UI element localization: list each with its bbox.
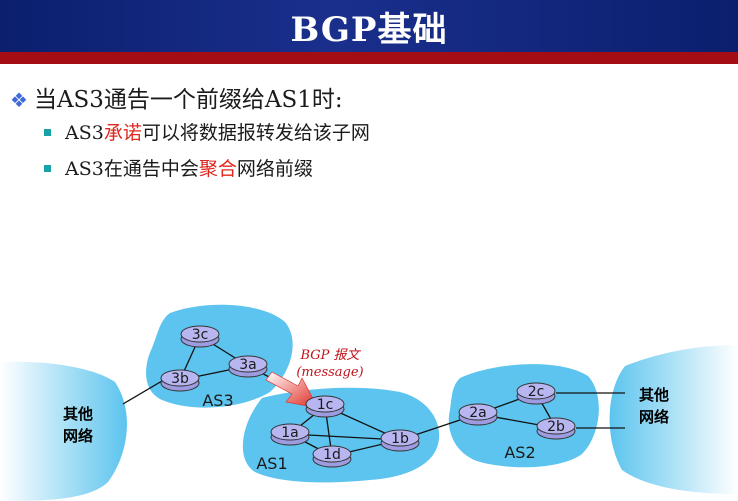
- sub-bullet-2: AS3在通告中会聚合网络前缀: [44, 154, 313, 181]
- bgp-message-label: BGP 报文: [299, 347, 361, 363]
- bgp-message-sublabel: (message): [296, 365, 363, 380]
- router-label-2c: 2c: [528, 384, 545, 400]
- router-1c: 1c: [305, 395, 345, 418]
- other-network-left-label-2: 网络: [63, 427, 93, 445]
- router-label-2b: 2b: [547, 419, 565, 435]
- sub-bullet-1-highlight: 承诺: [103, 122, 142, 144]
- main-bullet-text: 当AS3通告一个前缀给AS1时:: [33, 87, 343, 113]
- router-label-2a: 2a: [469, 405, 487, 421]
- other-network-right-shape: [609, 345, 738, 494]
- square-bullet-icon: [44, 128, 51, 136]
- router-label-1b: 1b: [391, 431, 409, 447]
- router-1d: 1d: [312, 445, 352, 468]
- title-bar: [0, 0, 738, 52]
- router-label-3c: 3c: [192, 327, 209, 343]
- router-3b: 3b: [160, 369, 200, 392]
- main-bullet: ❖当AS3通告一个前缀给AS1时:: [10, 80, 343, 114]
- sub-bullet-2-after: 网络前缀: [236, 158, 313, 180]
- bgp-message-arrow: [265, 371, 319, 409]
- sub-bullet-1-after: 可以将数据报转发给该子网: [141, 122, 370, 144]
- router-label-1c: 1c: [317, 397, 334, 413]
- as1-label: AS1: [256, 454, 287, 473]
- square-bullet-icon: [44, 164, 51, 172]
- sub-bullet-1: AS3承诺可以将数据报转发给该子网: [44, 118, 370, 145]
- routers: 3c 3a 3b 1c 1a 1d 1b: [160, 325, 576, 468]
- other-network-left-label-1: 其他: [63, 405, 93, 423]
- diamond-bullet-icon: ❖: [10, 88, 28, 112]
- router-1a: 1a: [270, 423, 310, 446]
- router-3a: 3a: [228, 355, 268, 378]
- router-label-3b: 3b: [171, 371, 189, 387]
- router-1b: 1b: [380, 429, 420, 452]
- as1-cloud: [242, 387, 440, 483]
- router-label-1a: 1a: [281, 425, 299, 441]
- router-label-3a: 3a: [239, 357, 257, 373]
- router-2c: 2c: [516, 382, 556, 405]
- router-label-1d: 1d: [323, 447, 341, 463]
- link-3b-other-left: [122, 380, 163, 405]
- other-network-left-shape: [0, 361, 127, 501]
- page-title: BGP基础: [290, 10, 448, 50]
- other-network-right-label-2: 网络: [639, 408, 669, 426]
- sub-bullet-2-before: AS3在通告中会: [65, 158, 199, 180]
- title-underline: [0, 52, 738, 64]
- router-2a: 2a: [458, 403, 498, 426]
- as2-label: AS2: [504, 443, 535, 462]
- router-3c: 3c: [180, 325, 220, 348]
- sub-bullet-1-before: AS3: [65, 122, 104, 144]
- sub-bullet-2-highlight: 聚合: [198, 158, 237, 180]
- other-network-right-label-1: 其他: [639, 386, 669, 404]
- as3-label: AS3: [202, 391, 233, 410]
- as2-cloud: [448, 364, 599, 468]
- router-2b: 2b: [536, 417, 576, 440]
